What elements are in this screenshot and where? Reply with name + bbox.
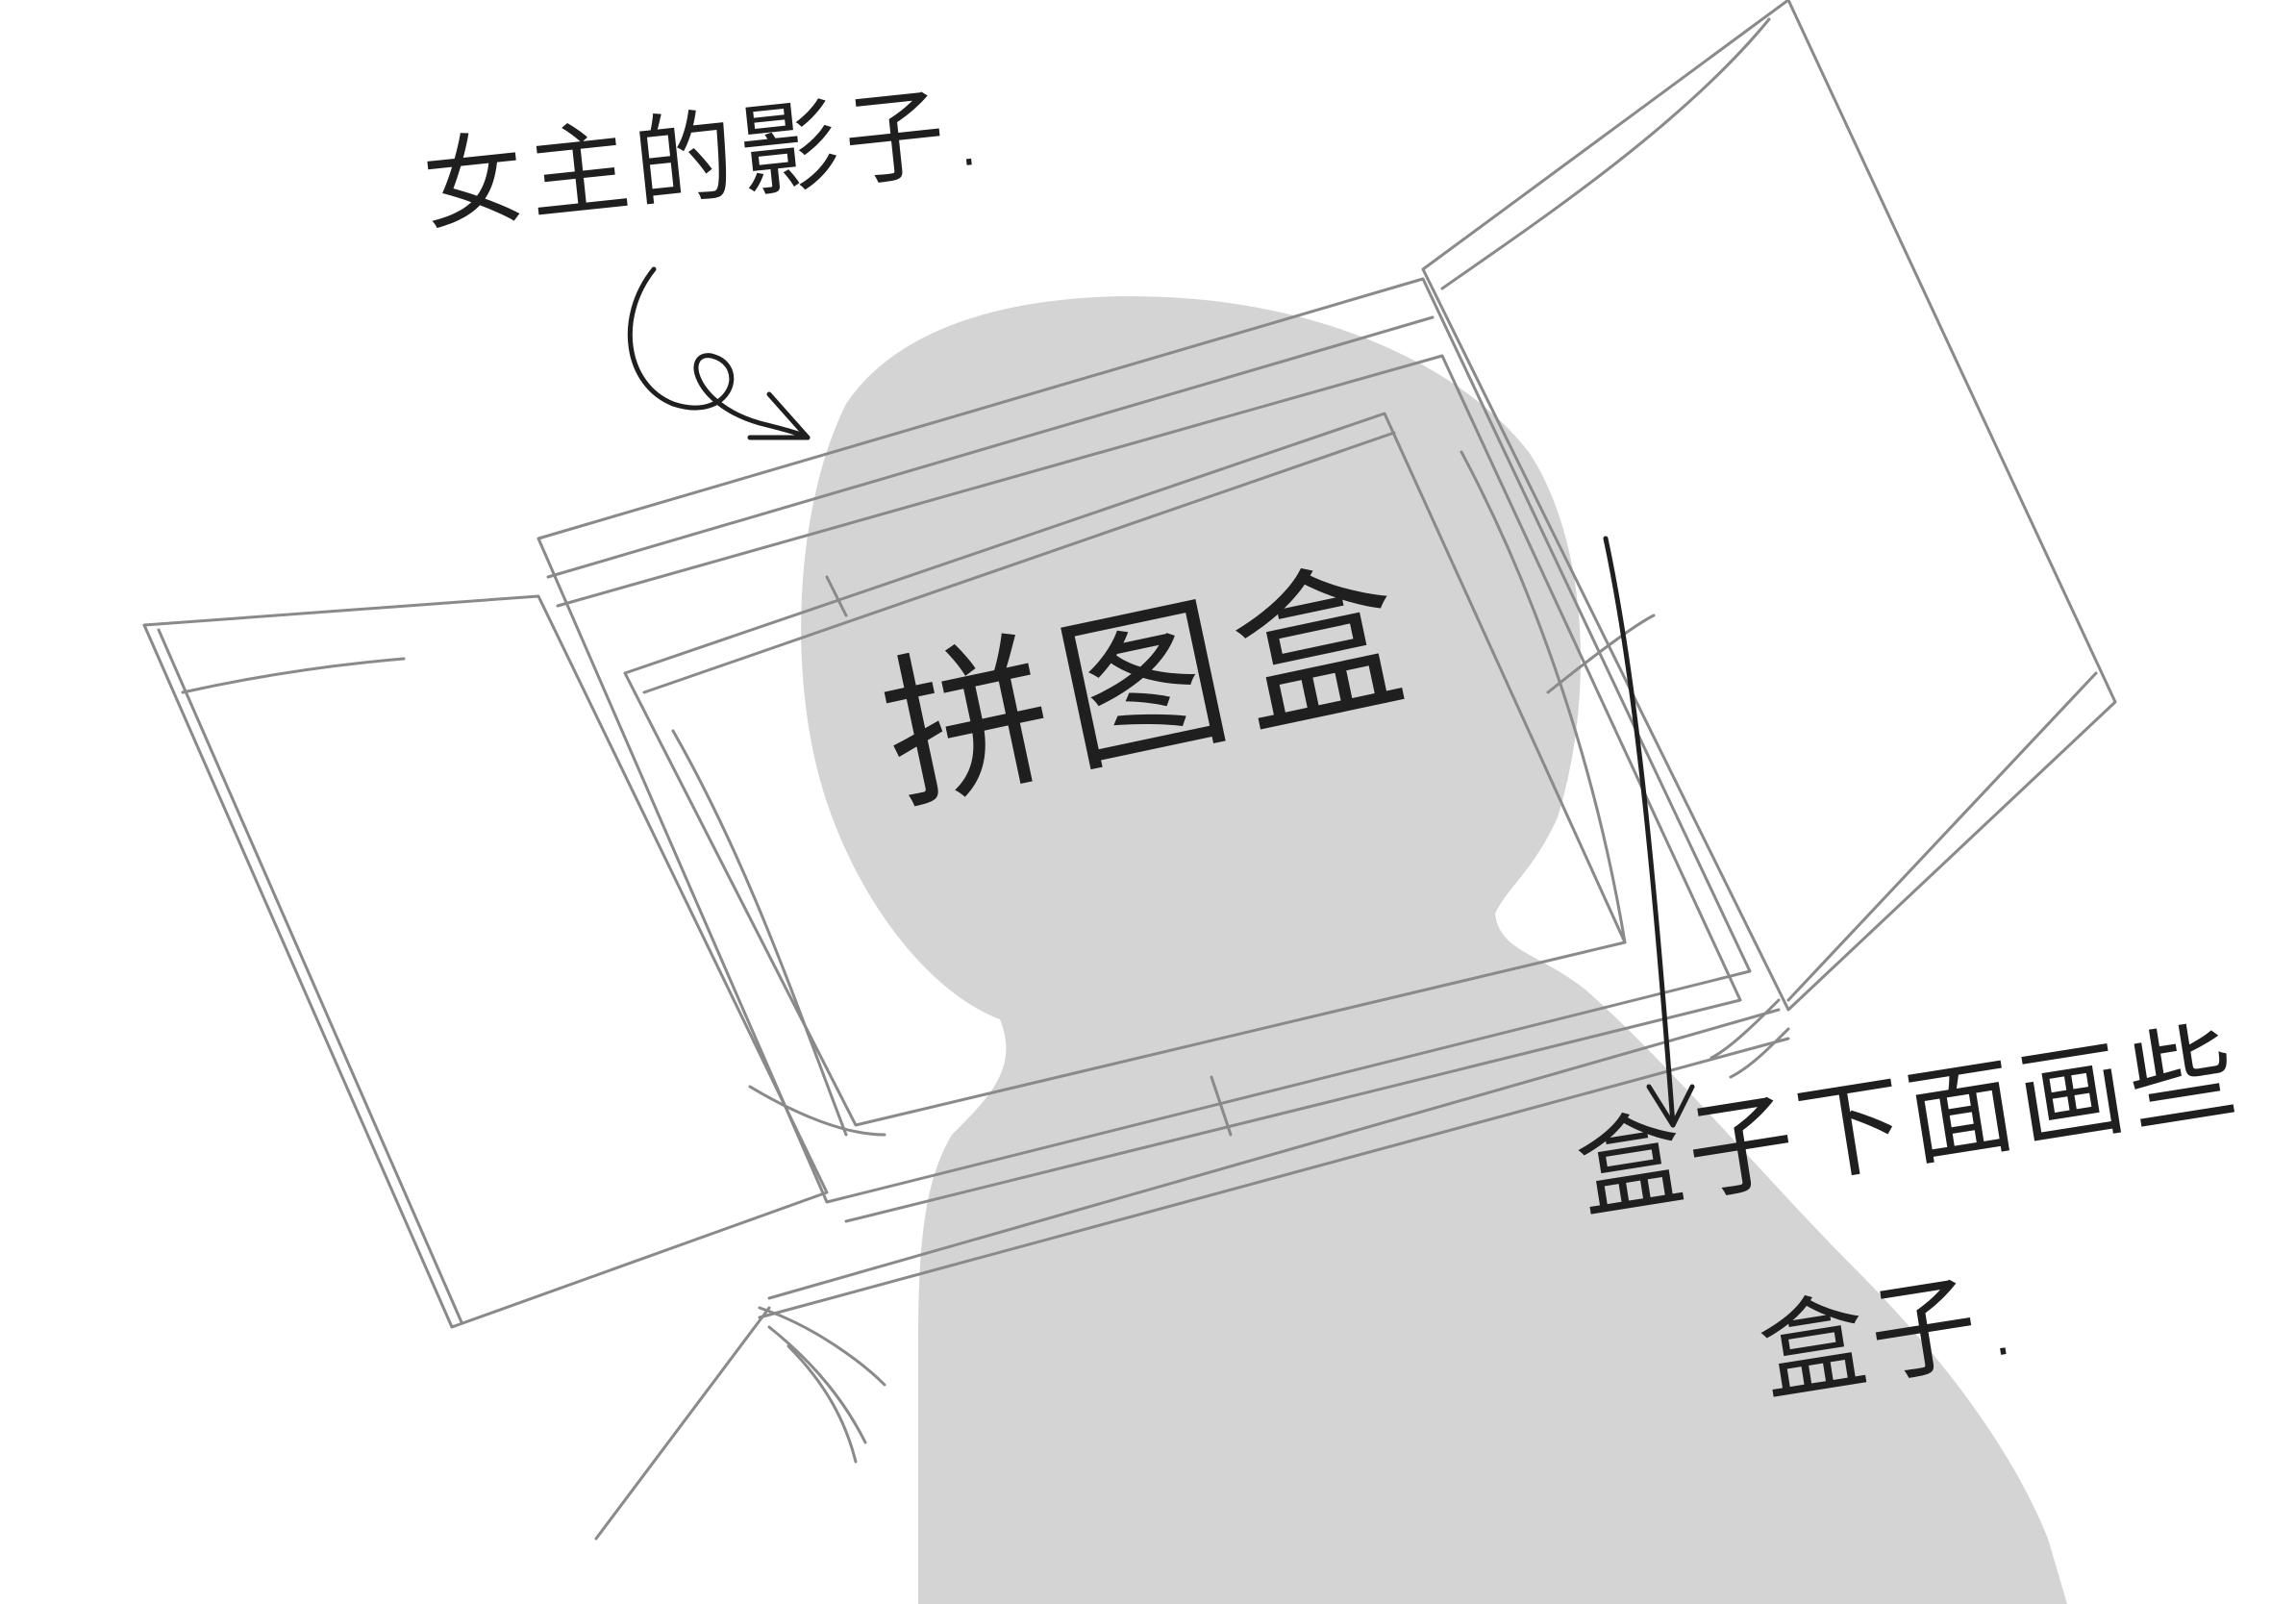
annotation-arrows bbox=[627, 266, 1695, 1128]
bottom-arrow bbox=[1603, 536, 1676, 1128]
girl-shadow-silhouette bbox=[801, 296, 2067, 1604]
top-arrow bbox=[627, 266, 811, 440]
box-sketch-lines bbox=[142, 0, 2117, 1541]
